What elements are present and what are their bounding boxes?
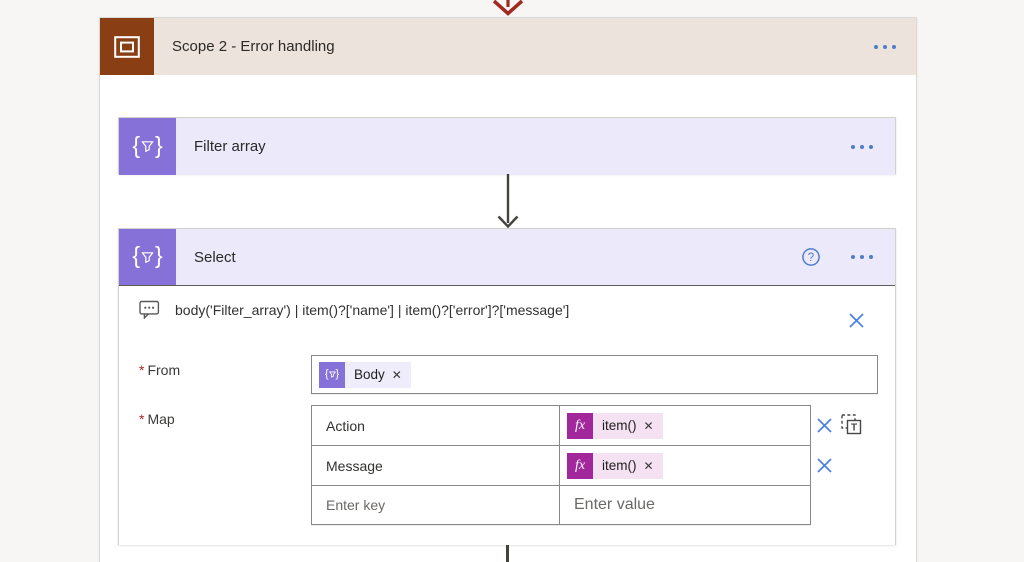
scope-title: Scope 2 - Error handling — [172, 38, 335, 55]
scope-card: Scope 2 - Error handling { } Filter arra… — [99, 17, 917, 562]
expression-token[interactable]: fx item() ✕ — [567, 412, 663, 439]
expression-token-remove-icon[interactable]: ✕ — [643, 458, 654, 473]
delete-map-row-1-icon[interactable] — [815, 416, 834, 435]
filter-array-card: { } Filter array — [118, 117, 896, 175]
map-row-1: Action fx item() ✕ — [312, 406, 810, 446]
from-label: *From — [139, 362, 181, 378]
required-mark: * — [139, 411, 145, 427]
comment-close-icon[interactable] — [847, 311, 866, 330]
required-mark: * — [139, 362, 145, 378]
map-key-input-empty[interactable]: Enter key — [312, 486, 560, 524]
switch-to-text-mode-icon[interactable]: T — [840, 413, 863, 436]
select-card: { } Select ? body( — [118, 228, 896, 545]
expression-token-label: item() — [602, 458, 637, 473]
map-key-input-1[interactable]: Action — [312, 406, 560, 445]
map-row-empty: Enter key Enter value — [312, 486, 810, 524]
select-header[interactable]: { } Select ? — [119, 229, 895, 286]
select-more-options-icon[interactable] — [845, 249, 879, 265]
scope-icon — [100, 18, 154, 75]
comment-icon — [139, 300, 160, 319]
map-table: Action fx item() ✕ — [311, 405, 811, 525]
select-title: Select — [194, 248, 236, 266]
filter-array-header[interactable]: { } Filter array — [119, 118, 895, 175]
expression-fx-icon: fx — [567, 412, 593, 439]
svg-text:T: T — [851, 423, 857, 434]
expression-token-remove-icon[interactable]: ✕ — [643, 418, 654, 433]
expression-token[interactable]: fx item() ✕ — [567, 452, 663, 479]
filter-array-icon: { } — [119, 118, 176, 175]
help-icon[interactable]: ? — [801, 247, 821, 267]
map-value-input-empty[interactable]: Enter value — [574, 496, 655, 513]
run-after-arrow-icon — [492, 0, 524, 16]
filter-array-more-options-icon[interactable] — [845, 139, 879, 155]
map-value-input-1[interactable]: fx item() ✕ — [560, 406, 810, 445]
scope-more-options-icon[interactable] — [868, 39, 902, 55]
map-key-input-2[interactable]: Message — [312, 446, 560, 485]
body-token[interactable]: { } Body ✕ — [319, 361, 411, 388]
delete-map-row-2-icon[interactable] — [815, 456, 834, 475]
select-icon: { } — [119, 229, 176, 285]
dynamic-content-icon: { } — [319, 361, 345, 388]
from-input[interactable]: { } Body ✕ — [311, 355, 878, 394]
filter-array-title: Filter array — [194, 138, 266, 155]
expression-token-label: item() — [602, 418, 637, 433]
scope-header[interactable]: Scope 2 - Error handling — [100, 18, 916, 75]
expression-fx-icon: fx — [567, 452, 593, 479]
body-token-remove-icon[interactable]: ✕ — [391, 367, 402, 382]
svg-text:?: ? — [808, 252, 814, 264]
body-token-label: Body — [354, 367, 385, 382]
connector-line — [506, 545, 509, 562]
map-label: *Map — [139, 411, 175, 427]
map-value-input-2[interactable]: fx item() ✕ — [560, 446, 810, 485]
select-body: body('Filter_array') | item()?['name'] |… — [119, 286, 895, 545]
connector-arrow-icon — [497, 174, 519, 229]
comment-text: body('Filter_array') | item()?['name'] |… — [175, 301, 570, 318]
comment-row: body('Filter_array') | item()?['name'] |… — [139, 300, 569, 319]
map-row-2: Message fx item() ✕ — [312, 446, 810, 486]
